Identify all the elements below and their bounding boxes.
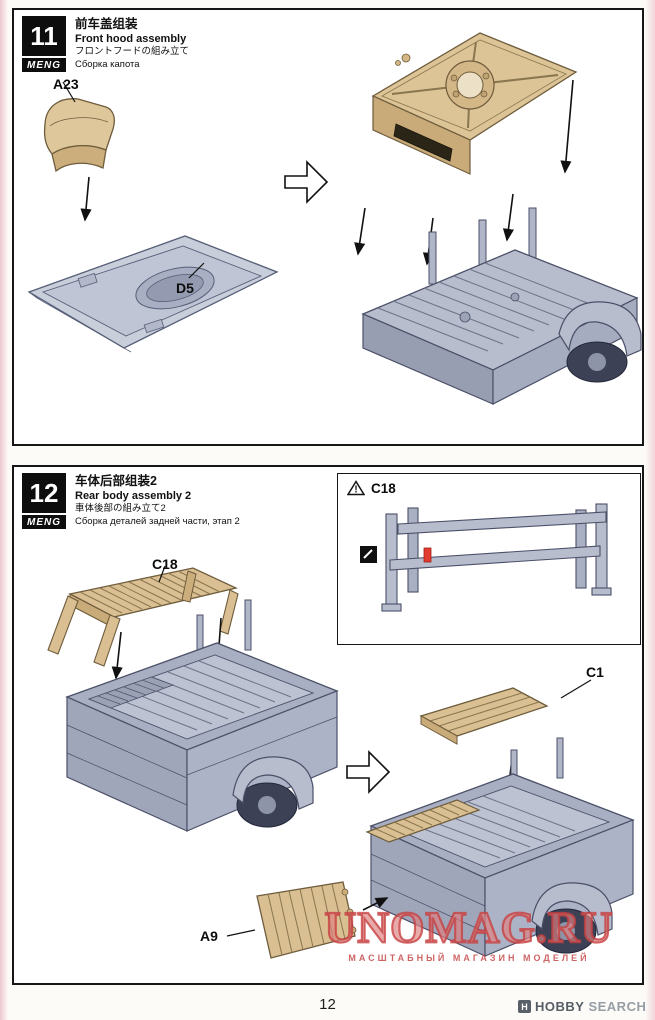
step12-title-ja: 車体後部の組み立て2: [75, 503, 166, 515]
part-c1-panel: [419, 687, 549, 745]
step11-number: 11: [22, 16, 66, 56]
label-a9: A9: [200, 928, 218, 944]
step11-header: 11 MENG 前车盖组装 Front hood assembly フロントフー…: [22, 16, 189, 72]
hobby-search-logo: H HOBBY SEARCH: [518, 999, 646, 1014]
scan-edge-right: [645, 0, 655, 1020]
rear-body-right: [365, 737, 635, 957]
step12-badge: 12 MENG: [22, 473, 66, 529]
warning-icon: !: [347, 480, 365, 496]
label-a23: A23: [53, 76, 79, 92]
step12-illustration: [47, 565, 635, 959]
scan-edge-left: [0, 0, 8, 1020]
red-highlight: [423, 547, 432, 563]
page-number: 12: [319, 996, 336, 1013]
part-c18-rack: [47, 567, 239, 667]
part-a9-tailgate: [256, 881, 357, 959]
step12-title-en: Rear body assembly 2: [75, 489, 192, 502]
meng-logo-2: MENG: [22, 515, 66, 529]
label-d5: D5: [176, 280, 194, 296]
step11-title-en: Front hood assembly: [75, 32, 187, 45]
step11-badge: 11 MENG: [22, 16, 66, 72]
c18-inset-box: ! C18: [337, 473, 641, 645]
c18-inset-illustration: [360, 503, 612, 612]
step12-number: 12: [22, 473, 66, 513]
step11-title-ja: フロントフードの組み立て: [75, 46, 190, 58]
rear-body-left: [65, 599, 339, 832]
step11-title-zh: 前车盖组装: [75, 17, 138, 31]
assembled-hood: [371, 32, 578, 175]
transition-arrow-2: [346, 750, 391, 794]
hobby-search-text-primary: HOBBY: [535, 999, 585, 1014]
step11-titles: 前车盖组装 Front hood assembly フロントフードの組み立て С…: [75, 16, 189, 72]
step12-title-ru: Сборка деталей задней части, этап 2: [75, 515, 240, 527]
part-d5-panel: [27, 235, 279, 353]
step12-titles: 车体后部组装2 Rear body assembly 2 車体後部の組み立て2 …: [75, 473, 240, 529]
c18-inset-label: C18: [371, 480, 396, 496]
part-a23-hood: [43, 98, 115, 173]
transition-arrow: [284, 160, 329, 204]
hobby-search-text-secondary: SEARCH: [588, 999, 647, 1014]
hobby-search-logo-icon: H: [518, 1000, 531, 1013]
step12-title-zh: 车体后部组装2: [75, 474, 157, 488]
step11-title-ru: Сборка капота: [75, 58, 140, 70]
meng-logo: MENG: [22, 58, 66, 72]
c18-inset-header: ! C18: [338, 474, 640, 496]
label-c1: C1: [586, 664, 604, 680]
svg-text:!: !: [354, 485, 357, 496]
step12-header: 12 MENG 车体后部组装2 Rear body assembly 2 車体後…: [22, 473, 240, 529]
step11-illustration: [27, 32, 642, 405]
assembled-chassis: [361, 207, 642, 405]
label-c18: C18: [152, 556, 178, 572]
